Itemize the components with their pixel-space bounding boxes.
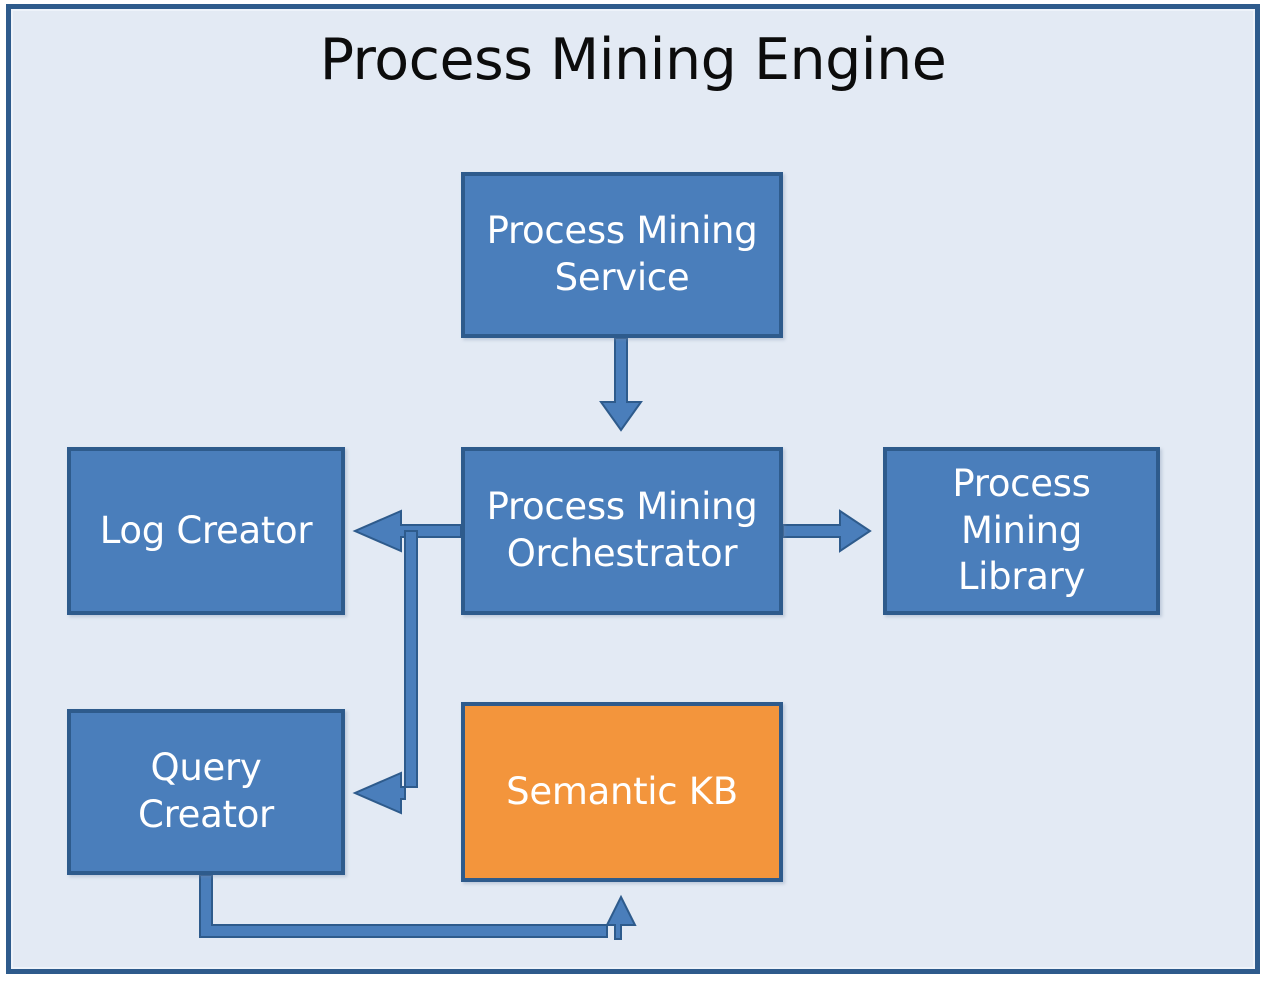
node-label: Process Mining Library: [952, 462, 1091, 599]
page-title: Process Mining Engine: [319, 27, 947, 93]
node-process-mining-service[interactable]: Process Mining Service: [461, 172, 783, 338]
node-label: Process Mining Service: [486, 209, 758, 299]
node-process-mining-orchestrator[interactable]: Process Mining Orchestrator: [461, 447, 783, 615]
node-log-creator[interactable]: Log Creator: [67, 447, 345, 615]
node-label: Semantic KB: [506, 769, 738, 813]
node-label: Process Mining Orchestrator: [486, 485, 758, 575]
node-label: Query Creator: [138, 746, 274, 836]
node-query-creator[interactable]: Query Creator: [67, 709, 345, 875]
node-semantic-kb[interactable]: Semantic KB: [461, 702, 783, 882]
node-label: Log Creator: [99, 508, 313, 552]
node-process-mining-library[interactable]: Process Mining Library: [883, 447, 1160, 615]
